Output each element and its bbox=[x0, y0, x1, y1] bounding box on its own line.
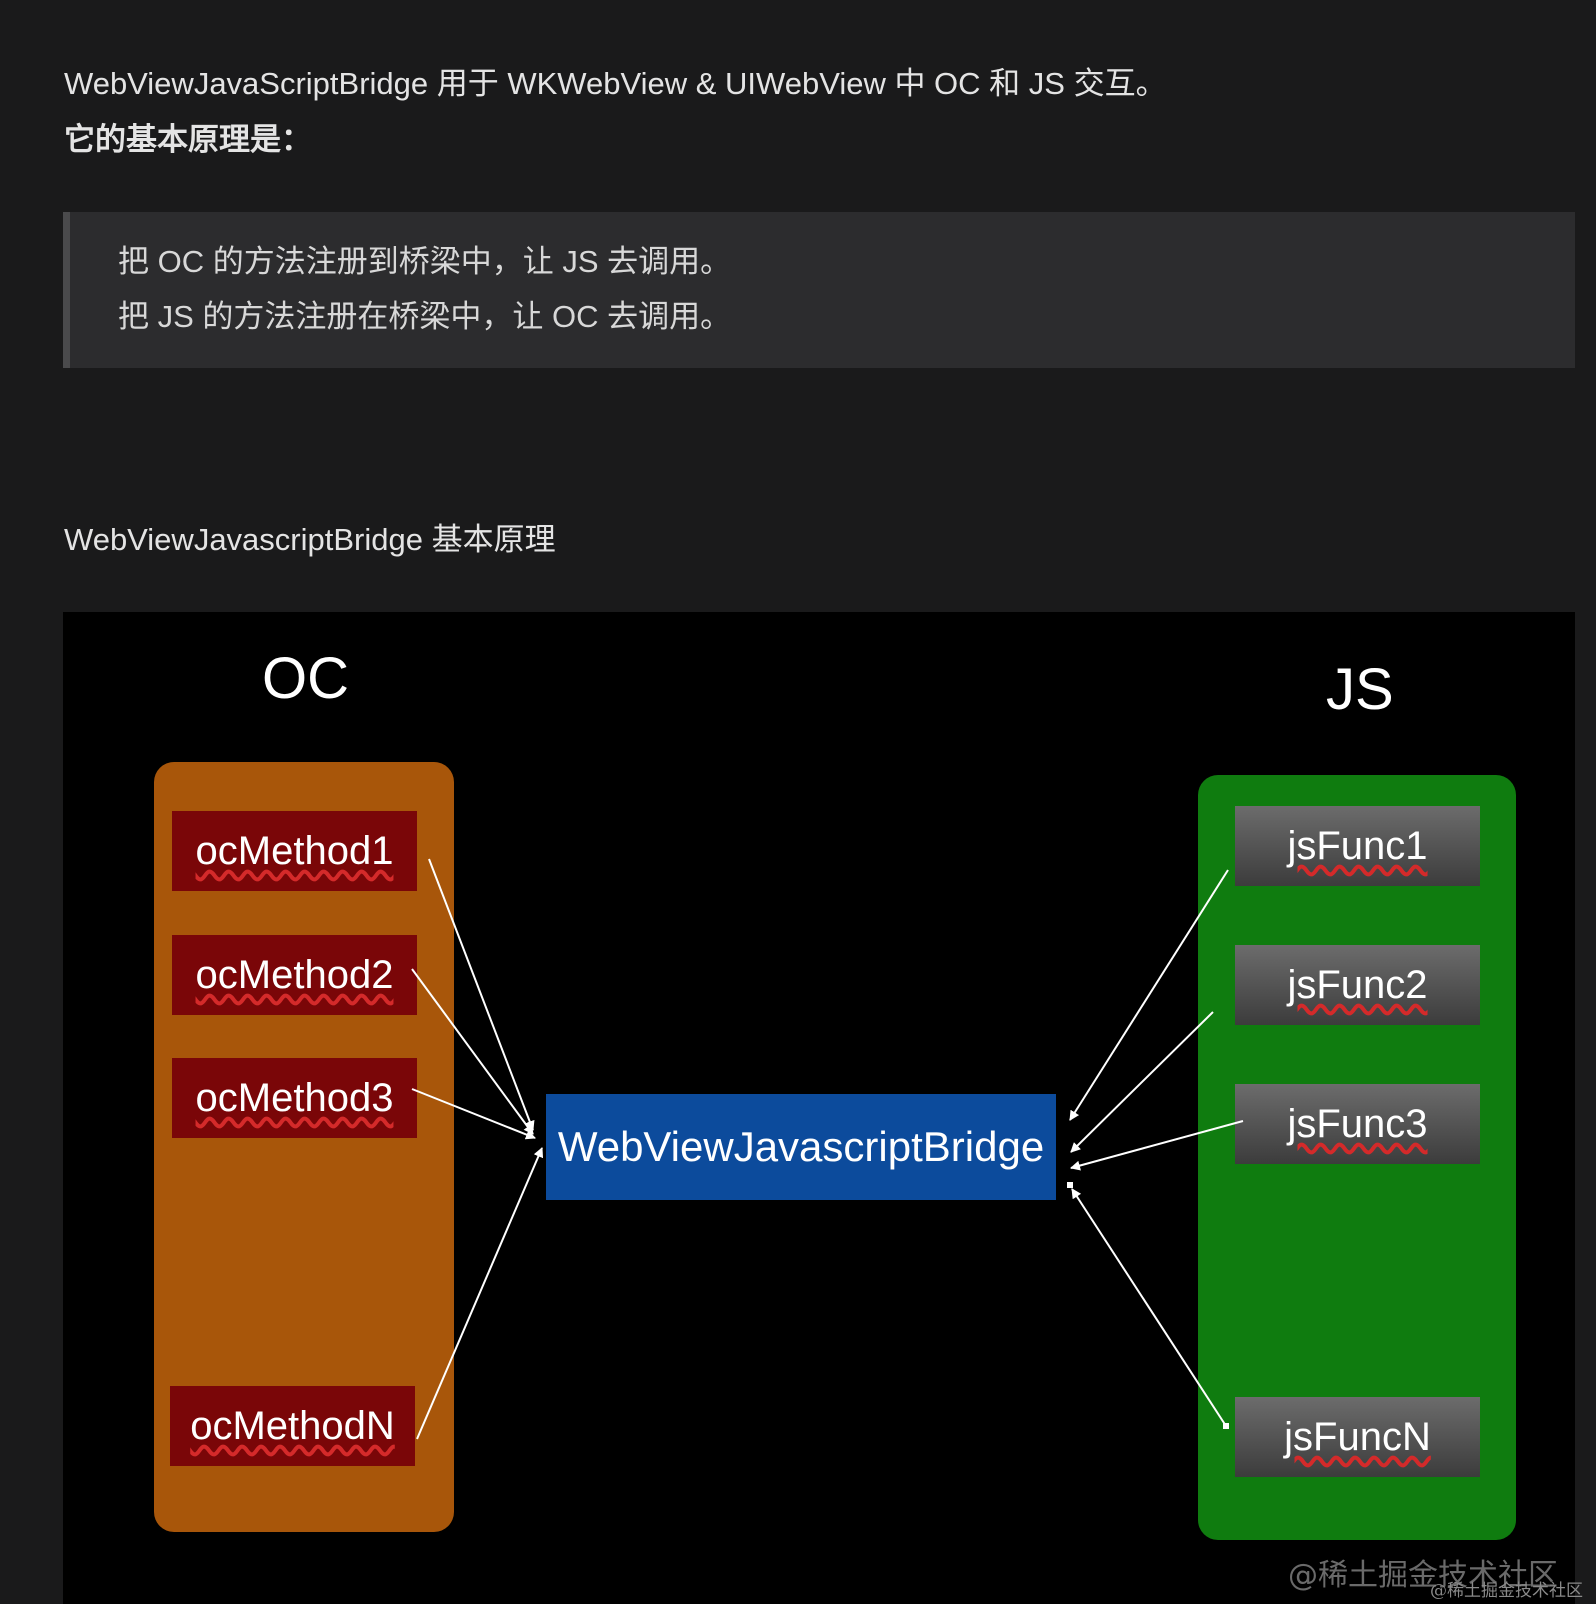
diagram-watermark: @稀土掘金技术社区 bbox=[1288, 1558, 1558, 1593]
oc-method-box: ocMethodN bbox=[170, 1386, 415, 1466]
arrow-ocN-to-bridge bbox=[416, 1147, 544, 1440]
oc-method-label: ocMethod2 bbox=[195, 953, 394, 997]
oc-method-label: ocMethodN bbox=[190, 1404, 395, 1448]
arrow-layer bbox=[411, 858, 1244, 1440]
js-func-box: jsFunc3 bbox=[1235, 1084, 1480, 1164]
bridge-box: WebViewJavascriptBridge bbox=[546, 1094, 1056, 1200]
intro-line-2: 它的基本原理是： bbox=[64, 122, 312, 157]
oc-method-label: ocMethod1 bbox=[195, 829, 394, 873]
arrow-jsN-to-bridge bbox=[1071, 1188, 1227, 1427]
connector-dot bbox=[1223, 1423, 1229, 1429]
quote-line-2: 把 JS 的方法注册在桥梁中，让 OC 去调用。 bbox=[118, 299, 732, 334]
arrow-js3-to-bridge bbox=[1070, 1120, 1244, 1171]
oc-method-box: ocMethod2 bbox=[172, 935, 417, 1015]
blockquote: 把 OC 的方法注册到桥梁中，让 JS 去调用。 把 JS 的方法注册在桥梁中，… bbox=[63, 212, 1575, 368]
oc-title: OC bbox=[262, 646, 349, 711]
arrow-js1-to-bridge bbox=[1069, 869, 1229, 1121]
js-func-label: jsFunc1 bbox=[1287, 824, 1428, 868]
js-func-box: jsFunc2 bbox=[1235, 945, 1480, 1025]
quote-line-1: 把 OC 的方法注册到桥梁中，让 JS 去调用。 bbox=[118, 244, 732, 279]
js-title: JS bbox=[1326, 657, 1394, 722]
connector-dot bbox=[1067, 1182, 1073, 1188]
js-func-label: jsFunc2 bbox=[1287, 963, 1428, 1007]
arrow-js2-to-bridge bbox=[1070, 1011, 1214, 1153]
js-func-label: jsFuncN bbox=[1284, 1415, 1431, 1459]
oc-method-box: ocMethod3 bbox=[172, 1058, 417, 1138]
corner-watermark: @稀土掘金技术社区 bbox=[1430, 1581, 1583, 1601]
arrow-oc2-to-bridge bbox=[411, 968, 534, 1135]
oc-method-label: ocMethod3 bbox=[195, 1076, 394, 1120]
oc-method-box: ocMethod1 bbox=[172, 811, 417, 891]
js-func-box: jsFuncN bbox=[1235, 1397, 1480, 1477]
intro-line-1: WebViewJavaScriptBridge 用于 WKWebView & U… bbox=[64, 66, 1167, 101]
arrow-oc3-to-bridge bbox=[411, 1088, 536, 1140]
figure-caption: WebViewJavascriptBridge 基本原理 bbox=[64, 522, 556, 557]
js-func-label: jsFunc3 bbox=[1287, 1102, 1428, 1146]
bridge-diagram: OC JS ocMethod1 ocMethod2 ocMethod3 ocMe… bbox=[63, 612, 1575, 1604]
arrow-oc1-to-bridge bbox=[428, 858, 535, 1131]
js-func-box: jsFunc1 bbox=[1235, 806, 1480, 886]
